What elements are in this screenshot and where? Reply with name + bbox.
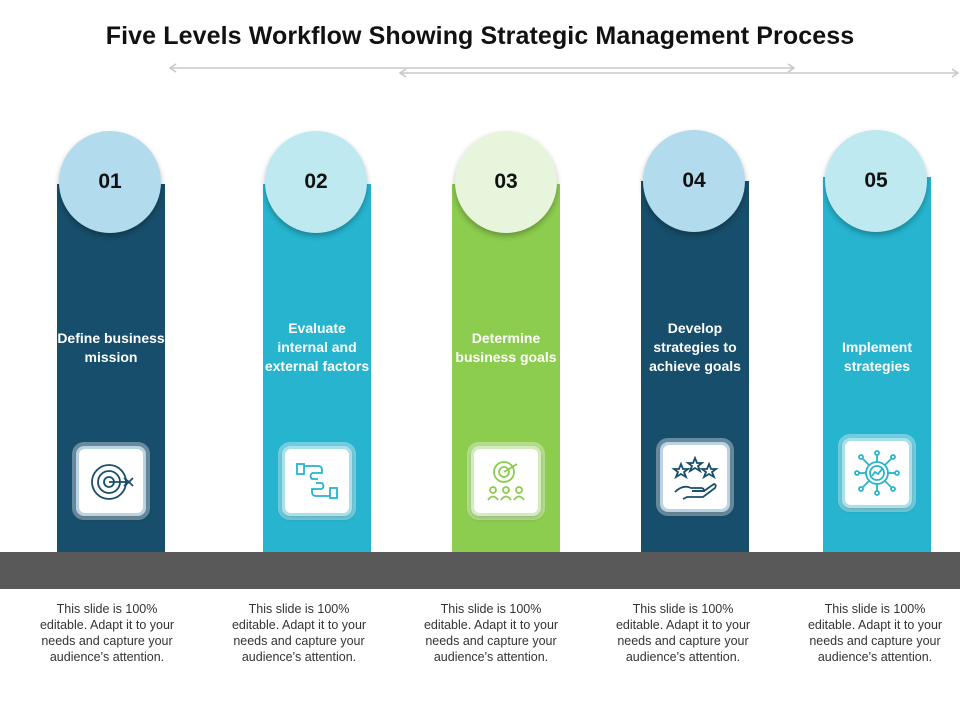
step-label: Define business mission [57, 330, 165, 365]
step-description: This slide is 100% editable. Adapt it to… [231, 602, 367, 664]
step-number-circle: 01 [59, 131, 161, 233]
team-target-icon [487, 461, 525, 501]
step-number-circle: 03 [455, 131, 557, 233]
slide-title: Five Levels Workflow Showing Strategic M… [105, 22, 855, 50]
step-number: 05 [864, 169, 888, 192]
step-label: Evaluate internal and external factors [264, 320, 370, 374]
step-number-circle: 05 [825, 130, 927, 232]
step-number: 01 [98, 170, 122, 193]
timeline-arrows [168, 63, 960, 78]
step-label: Determine business goals [455, 330, 557, 365]
step-number: 04 [682, 169, 706, 192]
hand-stars-icon [671, 455, 719, 500]
step-number-circle: 04 [643, 130, 745, 232]
step-description: This slide is 100% editable. Adapt it to… [39, 602, 175, 664]
base-band [0, 552, 960, 589]
step-description: This slide is 100% editable. Adapt it to… [615, 602, 751, 664]
step-label: Develop strategies to achieve goals [649, 320, 741, 374]
step-icon-box [282, 446, 352, 516]
step-icon-box [76, 446, 146, 516]
step-icon-box [471, 446, 541, 516]
gear-network-icon [854, 450, 900, 496]
step-number-circle: 02 [265, 131, 367, 233]
step-number: 02 [304, 170, 328, 193]
target-icon [91, 464, 134, 500]
step-description: This slide is 100% editable. Adapt it to… [423, 602, 559, 664]
step-label: Implement strategies [841, 339, 912, 374]
step-number: 03 [494, 170, 518, 193]
handshake-puzzle-icon [296, 463, 338, 499]
step-icon-box [842, 438, 912, 508]
step-icon-box [660, 442, 730, 512]
step-description: This slide is 100% editable. Adapt it to… [807, 602, 943, 664]
